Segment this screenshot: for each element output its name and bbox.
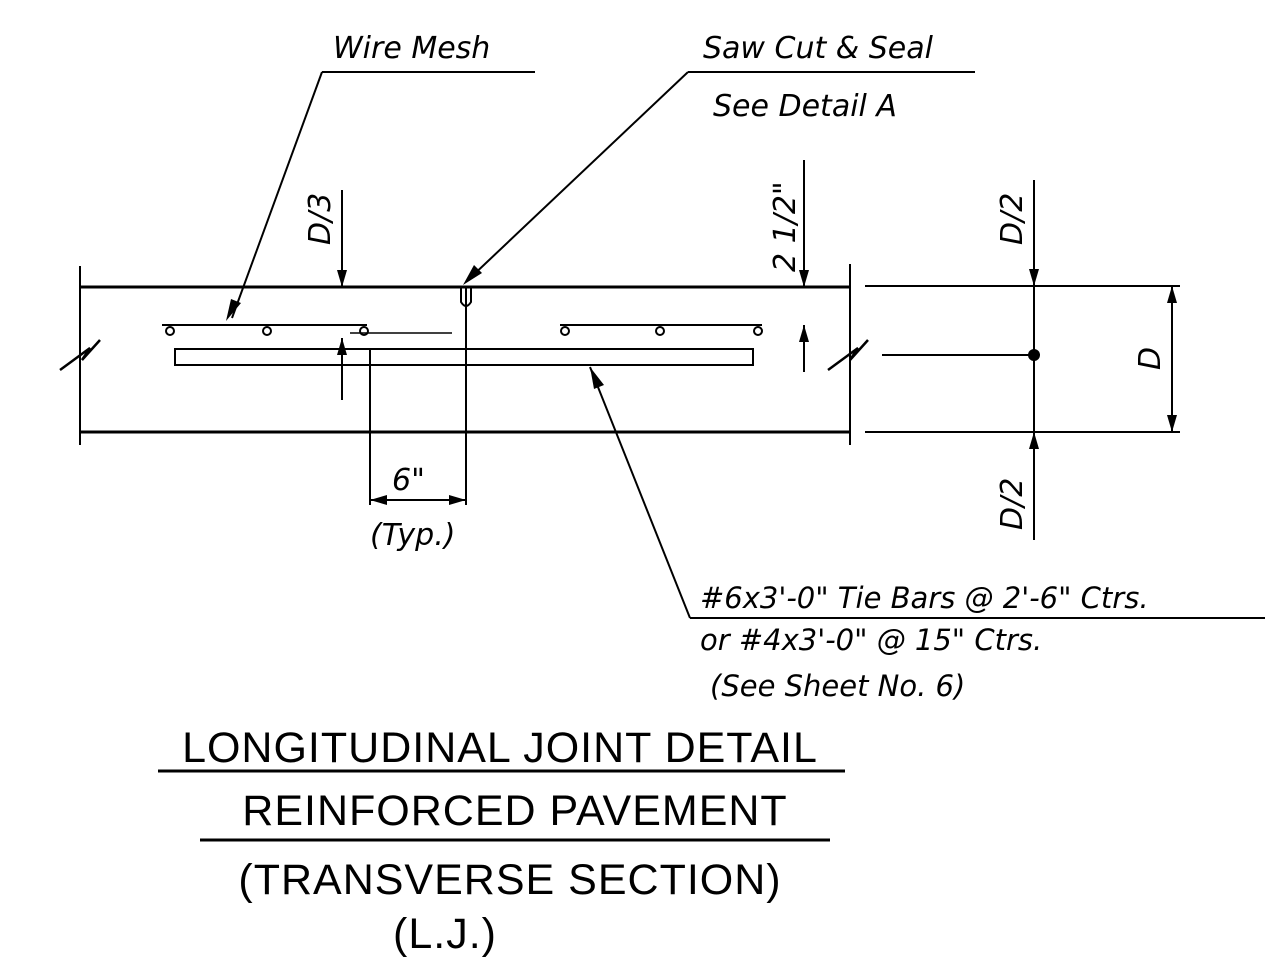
tie-bar [174, 348, 754, 366]
title-line-3: (TRANSVERSE SECTION) [238, 856, 781, 904]
saw-cut [460, 287, 472, 432]
d-half-top-label: D/2 [995, 193, 1030, 245]
six-inch-label: 6" [392, 463, 425, 498]
pavement-slab [59, 264, 869, 445]
typical-label: (Typ.) [370, 518, 455, 553]
tie-bar-label-1: #6x3'-0" Tie Bars @ 2'-6" Ctrs. [700, 581, 1149, 615]
tie-bar-label-2: or #4x3'-0" @ 15" Ctrs. [700, 623, 1042, 657]
dimension-lines [337, 160, 809, 505]
d-half-bottom-label: D/2 [995, 478, 1030, 530]
title-line-1: LONGITUDINAL JOINT DETAIL [182, 724, 818, 772]
title-line-2: REINFORCED PAVEMENT [242, 787, 787, 835]
tie-bar-label-3: (See Sheet No. 6) [710, 669, 965, 703]
saw-cut-label: Saw Cut & Seal [703, 31, 934, 66]
wire-mesh [162, 324, 763, 336]
d-third-label: D/3 [303, 193, 338, 245]
break-symbol-left [59, 339, 101, 372]
d-label: D [1133, 347, 1168, 370]
break-symbol-right [827, 339, 869, 372]
depth-diagram [865, 180, 1180, 540]
title-line-4: (L.J.) [393, 910, 497, 958]
leader-lines [226, 71, 1265, 619]
two-half-inch-label: 2 1/2" [768, 181, 803, 272]
wire-mesh-label: Wire Mesh [333, 31, 490, 66]
see-detail-label: See Detail A [713, 89, 897, 124]
